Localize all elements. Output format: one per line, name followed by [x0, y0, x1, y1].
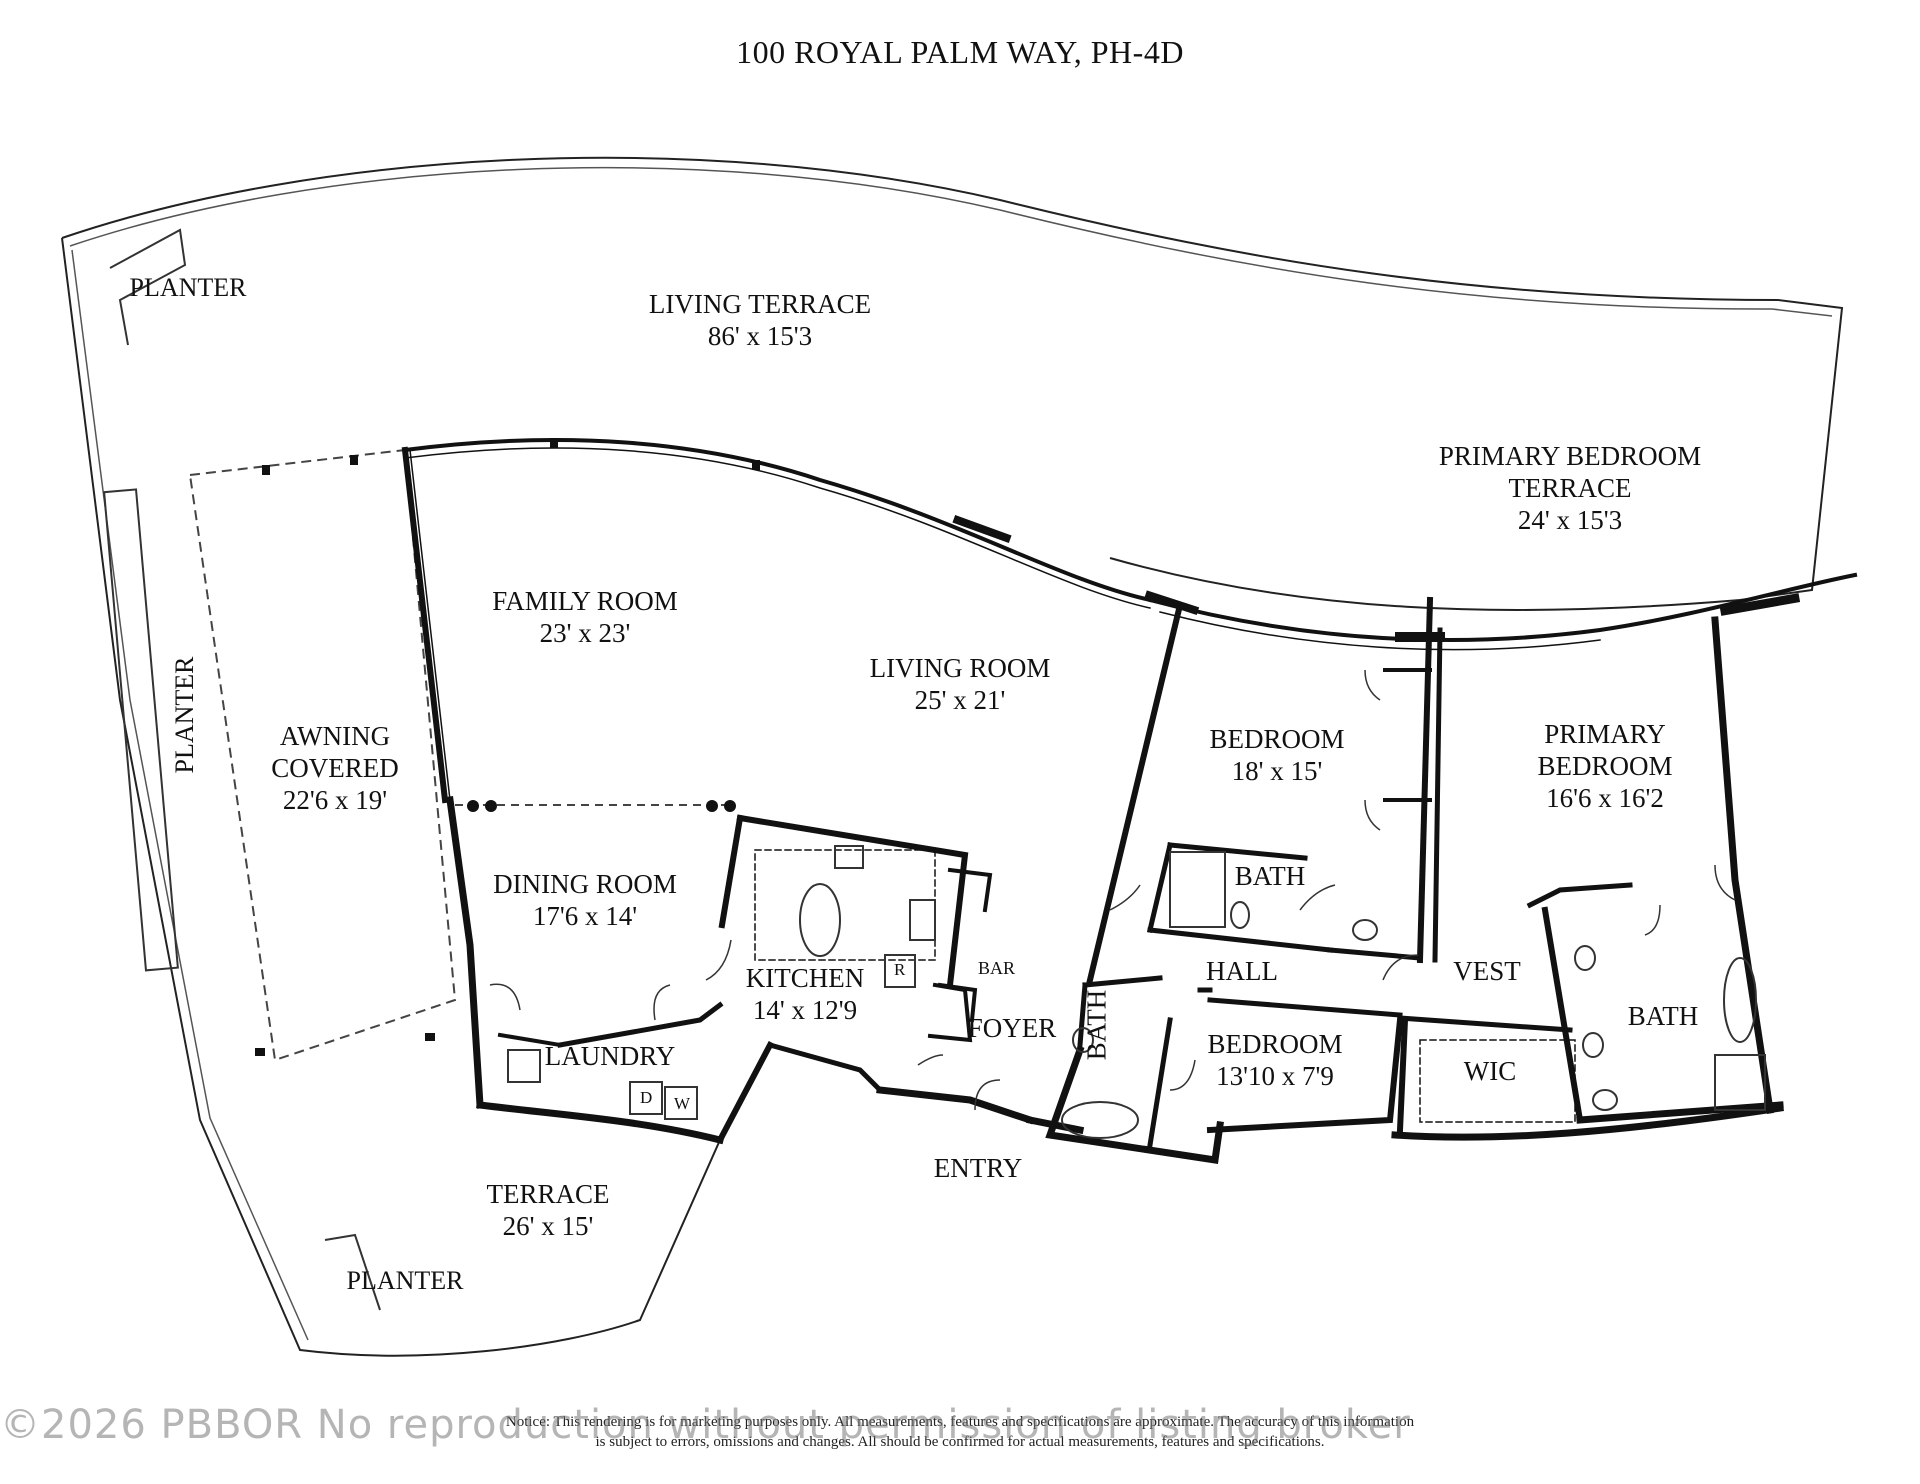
room-bedroom-1: BEDROOM 18' x 15'	[1209, 723, 1344, 787]
living-terrace-name: LIVING TERRACE	[648, 289, 872, 319]
left-terrace-edge-inner	[71, 249, 309, 1341]
vest-name: VEST	[1453, 956, 1521, 986]
bedroom2-dims: 13'10 x 7'9	[1216, 1061, 1334, 1091]
bedroom2-name: BEDROOM	[1207, 1029, 1343, 1059]
bedroom1-name: BEDROOM	[1209, 724, 1345, 754]
room-vest: VEST	[1453, 955, 1521, 987]
planter-side-box	[103, 488, 179, 972]
planter-bottom-box	[324, 1233, 381, 1311]
dining-room-name: DINING ROOM	[493, 869, 677, 899]
room-primary-bedroom: PRIMARY BEDROOM 16'6 x 16'2	[1537, 718, 1672, 814]
primary-bedroom-name2: BEDROOM	[1537, 751, 1673, 781]
doors	[489, 669, 1736, 1111]
wic-name: WIC	[1463, 1056, 1517, 1086]
room-hall: HALL	[1206, 955, 1278, 987]
kitchen-island	[799, 883, 841, 957]
kitchen-dims: 14' x 12'9	[752, 995, 858, 1025]
left-terrace-edge	[61, 237, 721, 1357]
page-title: 100 ROYAL PALM WAY, PH-4D	[736, 34, 1184, 70]
copyright-watermark: ©2026 PBBOR No reproduction without perm…	[0, 1402, 1411, 1448]
sink-primary-2	[1582, 1032, 1604, 1058]
bath-primary-name: BATH	[1627, 1001, 1699, 1031]
disclaimer-notice: Notice: This rendering is for marketing …	[420, 1412, 1500, 1452]
cooktop	[909, 899, 936, 941]
kitchen-sink	[834, 845, 864, 869]
awning-dims: 22'6 x 19'	[282, 785, 388, 815]
tub-primary	[1723, 957, 1757, 1043]
primary-terrace-dims: 24' x 15'3	[1517, 505, 1623, 535]
living-room-name: LIVING ROOM	[869, 653, 1051, 683]
room-bath-1: BATH	[1235, 860, 1306, 892]
entry-name: ENTRY	[933, 1153, 1023, 1183]
bath1-name: BATH	[1234, 861, 1306, 891]
room-laundry: LAUNDRY	[545, 1040, 676, 1072]
room-kitchen: KITCHEN 14' x 12'9	[746, 962, 864, 1026]
dryer-box	[629, 1081, 663, 1115]
tub-bath2	[1061, 1101, 1139, 1139]
terrace-dims: 26' x 15'	[502, 1211, 594, 1241]
outer-terrace-inner-line	[69, 166, 1833, 317]
foyer-name: FOYER	[967, 1013, 1057, 1043]
terrace-name: TERRACE	[486, 1179, 610, 1209]
planter-bottom-label: PLANTER	[346, 1266, 464, 1295]
outer-terrace-outline	[61, 156, 1844, 611]
room-foyer: FOYER	[968, 1012, 1057, 1044]
refrigerator-box	[884, 954, 916, 988]
awning-outline	[188, 448, 457, 1062]
washer-box	[664, 1086, 698, 1120]
sink-primary-1	[1574, 945, 1596, 971]
dryer-label: D	[640, 1088, 653, 1107]
laundry-sink	[507, 1049, 541, 1083]
primary-terrace-name1: PRIMARY BEDROOM	[1438, 441, 1702, 471]
planter-top-box	[109, 228, 187, 346]
shower-bath1	[1169, 851, 1226, 928]
sink-bath2	[1072, 1027, 1094, 1053]
planter-side-label: PLANTER	[170, 656, 199, 774]
primary-bedroom-name1: PRIMARY	[1544, 719, 1666, 749]
washer-label: W	[674, 1094, 691, 1113]
room-dining-room: DINING ROOM 17'6 x 14'	[493, 868, 677, 932]
dining-room-dims: 17'6 x 14'	[532, 901, 638, 931]
room-family-room: FAMILY ROOM 23' x 23'	[492, 585, 678, 649]
kitchen-name: KITCHEN	[745, 963, 865, 993]
sink-bath1	[1352, 919, 1378, 941]
room-wic: WIC	[1464, 1055, 1516, 1087]
room-entry: ENTRY	[934, 1152, 1023, 1184]
notice-line-1: Notice: This rendering is for marketing …	[505, 1414, 1415, 1430]
room-living-terrace: LIVING TERRACE 86' x 15'3	[649, 288, 871, 352]
notice-line-2: is subject to errors, omissions and chan…	[595, 1434, 1325, 1450]
family-room-name: FAMILY ROOM	[492, 586, 678, 616]
room-bath-2: BATH	[1081, 989, 1112, 1061]
room-awning-covered: AWNING COVERED 22'6 x 19'	[271, 720, 399, 816]
bedroom1-dims: 18' x 15'	[1231, 756, 1323, 786]
shower-primary	[1714, 1054, 1766, 1111]
hall-name: HALL	[1206, 956, 1278, 986]
awning-name2: COVERED	[271, 753, 399, 783]
refrigerator-label: R	[894, 960, 906, 979]
laundry-name: LAUNDRY	[544, 1041, 676, 1071]
room-primary-bedroom-terrace: PRIMARY BEDROOM TERRACE 24' x 15'3	[1439, 440, 1701, 536]
columns	[467, 800, 736, 812]
toilet-bath1	[1230, 901, 1250, 929]
family-room-dims: 23' x 23'	[539, 618, 631, 648]
room-bath-primary: BATH	[1628, 1000, 1699, 1032]
living-terrace-dims: 86' x 15'3	[707, 321, 813, 351]
room-living-room: LIVING ROOM 25' x 21'	[870, 652, 1051, 716]
planter-top-label: PLANTER	[129, 273, 247, 302]
primary-terrace-name2: TERRACE	[1508, 473, 1632, 503]
awning-name1: AWNING	[279, 721, 391, 751]
bar-label: BAR	[978, 958, 1016, 978]
room-terrace: TERRACE 26' x 15'	[486, 1178, 609, 1242]
toilet-primary	[1592, 1089, 1618, 1111]
living-room-dims: 25' x 21'	[914, 685, 1006, 715]
room-bedroom-2: BEDROOM 13'10 x 7'9	[1207, 1028, 1342, 1092]
window-markers	[255, 438, 1801, 1056]
primary-bedroom-dims: 16'6 x 16'2	[1546, 783, 1664, 813]
